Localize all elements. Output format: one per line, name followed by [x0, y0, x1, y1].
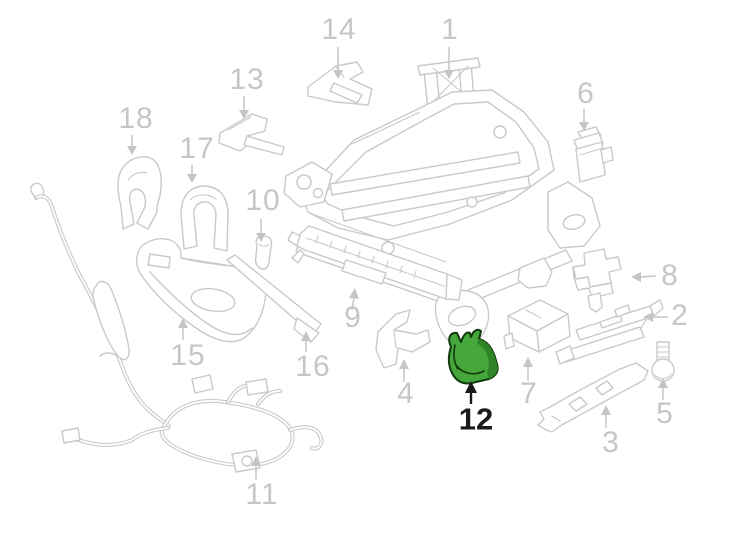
callout-18[interactable]: 18 — [118, 102, 154, 135]
callout-6[interactable]: 6 — [577, 77, 595, 110]
callout-3[interactable]: 3 — [602, 426, 620, 459]
part-11-drawing[interactable] — [61, 374, 324, 473]
part-16-drawing[interactable] — [226, 254, 322, 343]
callout-15[interactable]: 15 — [170, 339, 206, 372]
part-15-drawing[interactable] — [135, 238, 267, 343]
part-3-drawing[interactable] — [537, 362, 649, 433]
callout-7[interactable]: 7 — [520, 377, 538, 410]
callout-13[interactable]: 13 — [229, 63, 265, 96]
part-17-drawing[interactable] — [180, 185, 229, 252]
part-18-drawing[interactable] — [117, 156, 162, 230]
callout-17[interactable]: 17 — [179, 132, 215, 165]
part-14-drawing[interactable] — [307, 61, 373, 106]
green-part-shade — [477, 339, 498, 379]
callout-8[interactable]: 8 — [661, 259, 679, 292]
callout-11[interactable]: 11 — [245, 478, 279, 511]
callout-9[interactable]: 9 — [344, 301, 362, 334]
part-5-drawing[interactable] — [651, 341, 675, 382]
callout-4[interactable]: 4 — [397, 377, 415, 410]
callout-14[interactable]: 14 — [321, 13, 357, 46]
part-4-drawing[interactable] — [375, 309, 431, 369]
part-12-highlighted-drawing[interactable] — [447, 328, 499, 385]
part-1-drawing[interactable] — [283, 57, 601, 346]
part-7-drawing[interactable] — [503, 299, 571, 353]
part-10-drawing[interactable] — [254, 235, 273, 270]
callout-10[interactable]: 10 — [245, 184, 281, 217]
part-9-drawing[interactable] — [287, 225, 463, 301]
callout-5[interactable]: 5 — [656, 397, 674, 430]
callout-16[interactable]: 16 — [295, 350, 331, 383]
part-11-cable-drawing[interactable] — [30, 182, 171, 428]
part-8-drawing[interactable] — [572, 248, 622, 313]
callout-1[interactable]: 1 — [441, 13, 459, 46]
callout-2[interactable]: 2 — [671, 299, 689, 332]
part-13-drawing[interactable] — [218, 113, 285, 156]
part-6-drawing[interactable] — [573, 126, 614, 183]
callout-12-highlighted[interactable]: 12 — [458, 401, 494, 437]
part-2-drawing[interactable] — [555, 299, 664, 365]
callout-arrows — [127, 47, 668, 480]
callout-12-arrow — [465, 381, 477, 404]
